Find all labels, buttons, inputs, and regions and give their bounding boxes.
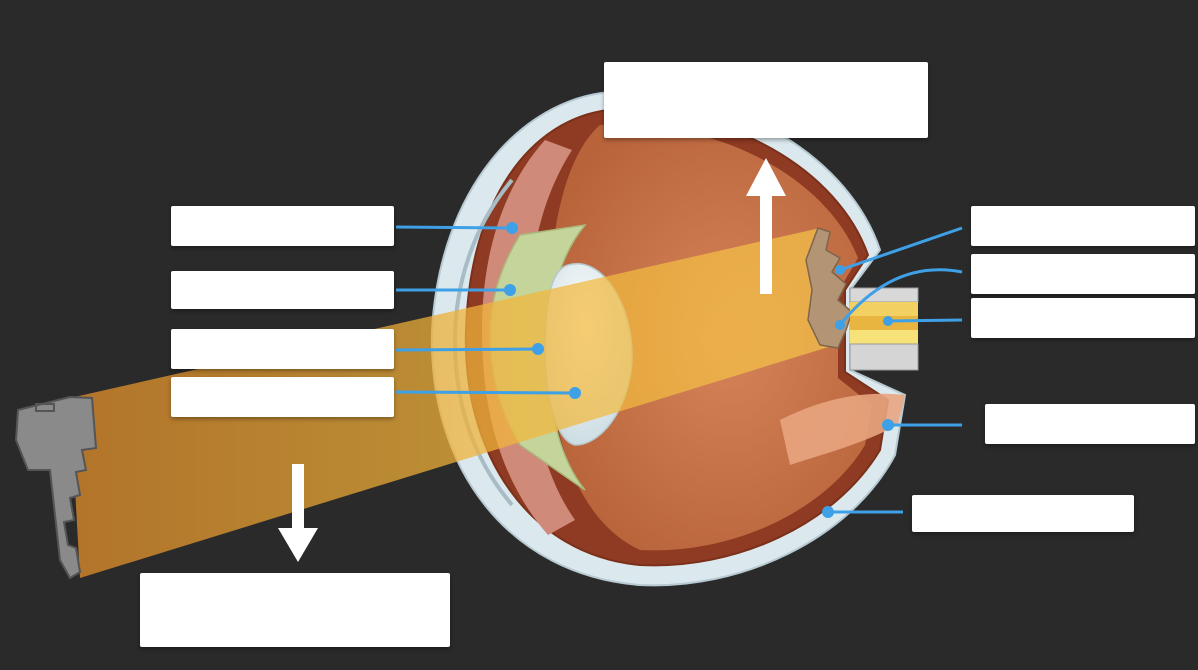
- label-left-4: [171, 377, 394, 417]
- key-icon: [14, 395, 98, 580]
- label-left-1: [171, 206, 394, 246]
- light-beam: [70, 228, 835, 578]
- arrow-down-icon: [278, 464, 318, 562]
- retina-lower: [780, 393, 905, 465]
- label-left-3: [171, 329, 394, 369]
- label-right-4: [985, 404, 1195, 444]
- leader-lines: [395, 225, 963, 514]
- label-top: [604, 62, 928, 138]
- label-right-5: [912, 495, 1134, 532]
- leader-dots: [504, 222, 894, 518]
- label-right-1: [971, 206, 1195, 246]
- label-bottom-left: [140, 573, 450, 647]
- label-right-3: [971, 298, 1195, 338]
- label-left-2: [171, 271, 394, 309]
- arrow-up-icon: [746, 158, 786, 294]
- label-right-2: [971, 254, 1195, 294]
